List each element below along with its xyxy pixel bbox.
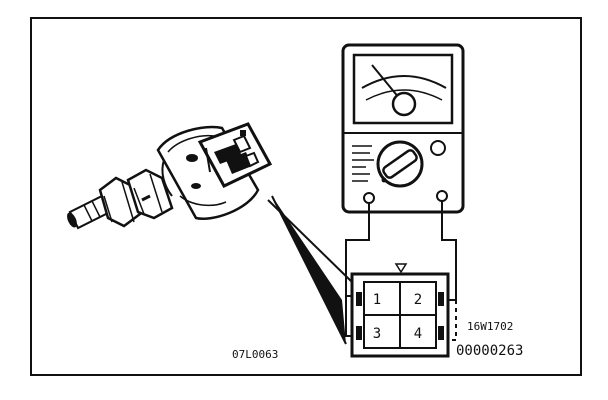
reference-code-top: 16W1702 (467, 320, 513, 333)
meter-scale-inner (365, 89, 443, 101)
part-code: 07L0063 (232, 348, 278, 361)
diagram-frame (30, 17, 582, 376)
switch-hex-nuts (98, 168, 174, 228)
polarity-triangle (394, 263, 408, 274)
meter-scale-outer (361, 75, 447, 89)
switch-threaded-shaft (67, 194, 112, 230)
switch-connector-socket (197, 122, 273, 188)
connector-zoom: 1 2 3 4 (350, 263, 450, 358)
probe-leads-dashed (436, 300, 457, 341)
stoplight-switch (67, 122, 273, 230)
range-legend (352, 145, 374, 182)
reference-code-bottom: 00000263 (456, 343, 523, 359)
multimeter (341, 43, 465, 214)
pin-1-label: 1 (373, 292, 381, 308)
meter-pivot (391, 91, 417, 117)
probe-jack-right[interactable] (436, 190, 448, 202)
zero-adjust-knob[interactable] (430, 140, 446, 156)
pin-3-label: 3 (373, 326, 381, 342)
pin-4-label: 4 (414, 326, 422, 342)
selector-dial[interactable] (376, 140, 424, 188)
pin-2-label: 2 (414, 292, 422, 308)
zoom-callout (267, 195, 353, 345)
probe-jack-left[interactable] (363, 192, 375, 204)
